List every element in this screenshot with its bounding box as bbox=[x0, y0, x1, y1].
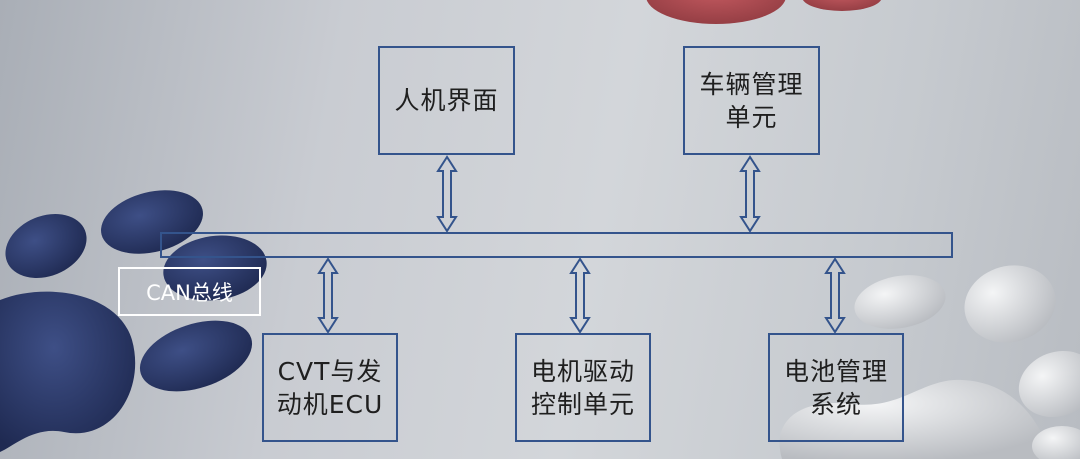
node-hmi: 人机界面 bbox=[378, 46, 515, 155]
navy-paw-print bbox=[0, 190, 267, 452]
can-bus-bar bbox=[160, 232, 953, 258]
white-paw-print bbox=[779, 265, 1080, 459]
can-bus-label: CAN总线 bbox=[118, 267, 261, 316]
node-cvt-line-2: 动机ECU bbox=[276, 389, 384, 419]
arrow-hmi-to-bus bbox=[436, 155, 458, 233]
node-bms-line-2: 系统 bbox=[809, 389, 862, 419]
node-vcu-line-2: 单元 bbox=[725, 102, 778, 132]
node-bms-line-1: 电池管理 bbox=[783, 356, 888, 386]
node-battery-management-system: 电池管理 系统 bbox=[768, 333, 904, 442]
arrow-bus-to-motor bbox=[569, 257, 591, 334]
node-cvt-line-1: CVT与发 bbox=[277, 356, 383, 386]
red-paw-print bbox=[646, 0, 882, 24]
node-hmi-line-1: 人机界面 bbox=[394, 86, 499, 115]
arrow-vcu-to-bus bbox=[739, 155, 761, 233]
node-motor-line-2: 控制单元 bbox=[530, 389, 635, 419]
arrow-bus-to-cvt bbox=[317, 257, 339, 334]
arrow-bus-to-bms bbox=[824, 257, 846, 334]
node-motor-line-1: 电机驱动 bbox=[530, 356, 635, 386]
node-cvt-engine-ecu: CVT与发 动机ECU bbox=[262, 333, 398, 442]
node-motor-drive-control-unit: 电机驱动 控制单元 bbox=[515, 333, 651, 442]
node-vcu-line-1: 车辆管理 bbox=[699, 69, 804, 99]
node-vehicle-management-unit: 车辆管理 单元 bbox=[683, 46, 820, 155]
can-bus-label-text: CAN总线 bbox=[146, 280, 233, 305]
